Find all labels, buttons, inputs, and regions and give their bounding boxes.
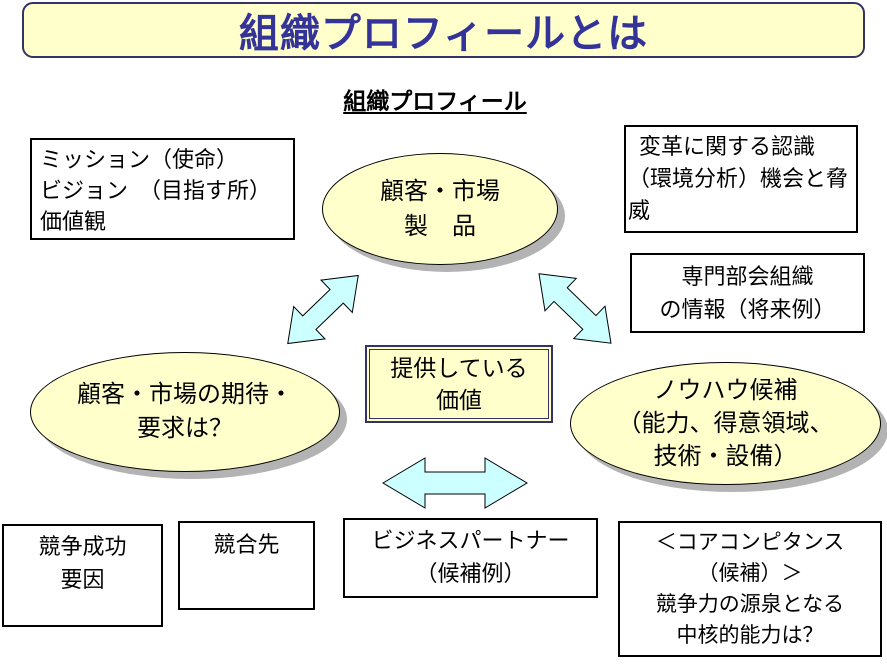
box-core-competence: ＜コアコンピタンス （候補）＞ 競争力の源泉となる 中核的能力は？ [618,521,882,657]
text-line: 要求は？ [137,415,233,442]
box-provided-value-inner: 提供している 価値 [369,349,549,419]
ellipse-customer-market-product: 顧客・市場 製 品 [322,153,558,265]
text-line: ノウハウ候補 [653,377,798,404]
text-line: 顧客・市場の期待・ [77,381,293,408]
box-committee-info: 専門部会組織 の情報（将来例） [630,253,865,333]
title-banner: 組織プロフィールとは [22,2,865,58]
box-provided-value: 提供している 価値 [365,345,553,423]
ellipse-customer-expectations: 顧客・市場の期待・ 要求は？ [30,352,340,472]
box-change-recognition: 変革に関する認識 （環境分析）機会と脅 威 [624,125,858,233]
text-line: 競争力の源泉となる [655,593,845,616]
text-line: ミッション（使命） [40,147,239,172]
text-line: ビジネスパートナー [371,528,570,553]
box-competitors: 競合先 [178,521,315,610]
box-business-partners: ビジネスパートナー （候補例） [343,518,598,598]
text-line: 威 [628,198,651,223]
text-line: （能力、得意領域、 [617,410,834,437]
double-arrow-icon [538,273,612,344]
text-line: 提供している [390,355,528,381]
text-line: 製 品 [404,213,476,240]
diagram-subtitle: 組織プロフィール [343,88,527,114]
text-line: ＜コアコンピタンス [655,531,845,554]
text-line: 競合先 [213,532,280,557]
text-line: 価値観 [40,209,107,234]
text-line: （候補）＞ [697,562,803,585]
text-line: 顧客・市場 [380,178,500,205]
text-line: 技術・設備） [653,443,798,470]
page-title: 組織プロフィールとは [238,12,649,56]
text-line: 価値 [436,387,482,413]
box-competitive-success-factors: 競争成功 要因 [2,524,163,627]
text-line: ビジョン （目指す所） [40,178,272,203]
text-line: 中核的能力は？ [676,624,824,647]
text-line: 要因 [60,567,105,592]
text-line: （環境分析）機会と脅 [628,166,849,191]
text-line: 専門部会組織 [681,264,814,289]
text-line: （候補例） [415,561,526,586]
text-line: 変革に関する認識 [639,134,816,159]
double-arrow-icon [382,457,528,509]
ellipse-knowhow-candidates: ノウハウ候補 （能力、得意領域、 技術・設備） [570,362,881,485]
text-line: 競争成功 [38,534,127,559]
double-arrow-icon [287,274,359,345]
text-line: の情報（将来例） [659,297,836,322]
box-mission-vision-values: ミッション（使命） ビジョン （目指す所） 価値観 [30,138,295,240]
